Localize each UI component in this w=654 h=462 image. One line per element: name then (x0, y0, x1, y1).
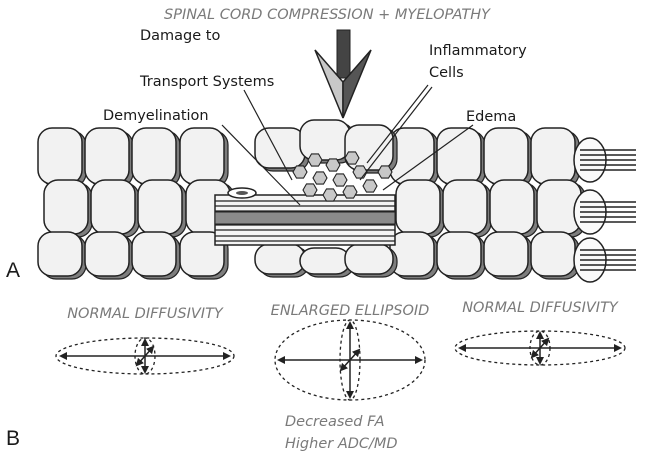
myelin-segment (344, 243, 394, 275)
myelin-segment (483, 231, 529, 277)
myelin-segment (131, 127, 177, 185)
myelin-segment (84, 127, 130, 185)
inflammatory-cell (377, 165, 393, 179)
label-inflammatory-line2: Cells (429, 65, 464, 81)
inflammatory-cell (332, 173, 348, 187)
ellipsoid-label-2: ENLARGED ELLIPSOID (271, 303, 430, 319)
myelin-segment (442, 179, 488, 235)
inflammatory-cell (362, 179, 378, 193)
note-higher-adc: Higher ADC/MD (285, 436, 398, 452)
ellipsoid-normal-right (454, 330, 626, 366)
myelin-segment (530, 127, 576, 185)
myelin-segment (254, 127, 306, 169)
myelin-segment (489, 179, 535, 235)
myelin-segment (179, 231, 225, 277)
myelin-segment (131, 231, 177, 277)
myelin-segment (84, 231, 130, 277)
myelin-segment (389, 231, 435, 277)
myelin-segment (179, 127, 225, 185)
ellipsoid-enlarged-center (274, 319, 426, 401)
myelin-segment (254, 243, 306, 275)
ellipsoid-normal-left (55, 337, 235, 375)
label-inflammatory-line1: Inflammatory (429, 43, 527, 59)
myelin-segment (299, 247, 351, 275)
myelin-segment (299, 119, 351, 161)
exposed-axons (214, 187, 396, 246)
inflammatory-cell (325, 158, 341, 172)
inflammatory-cell (292, 165, 308, 179)
label-damage-line1: Damage to (140, 28, 220, 44)
ellipsoid-label-1: NORMAL DIFFUSIVITY (67, 306, 224, 322)
myelin-segment (37, 231, 83, 277)
label-demyelination: Demyelination (103, 108, 209, 124)
myelin-segment (436, 127, 482, 185)
inflammatory-cell (344, 151, 360, 165)
myelin-segment (137, 179, 183, 235)
label-edema: Edema (466, 109, 516, 125)
compression-arrow (314, 29, 372, 119)
panel-label-b: B (6, 427, 20, 450)
inflammatory-cells (292, 151, 393, 202)
inflammatory-cell (352, 165, 368, 179)
myelin-segment (37, 127, 83, 185)
inflammatory-cell (312, 171, 328, 185)
myelin-segment (395, 179, 441, 235)
inflammatory-cell (322, 188, 338, 202)
axon-bundle (37, 119, 636, 283)
myelin-segment (530, 231, 576, 277)
label-damage-line2: Transport Systems (139, 74, 274, 90)
inflammatory-cell (307, 153, 323, 167)
diagram-title: SPINAL CORD COMPRESSION + MYELOPATHY (164, 7, 491, 23)
annotation-lines (221, 84, 474, 206)
myelin-segment (436, 231, 482, 277)
ellipsoid-label-3: NORMAL DIFFUSIVITY (462, 300, 619, 316)
myelin-segment (43, 179, 89, 235)
note-decreased-fa: Decreased FA (285, 414, 385, 430)
inflammatory-cell (342, 185, 358, 199)
panel-label-a: A (6, 259, 20, 282)
myelin-segment (483, 127, 529, 185)
inflammatory-cell (302, 183, 318, 197)
myelin-segment (90, 179, 136, 235)
